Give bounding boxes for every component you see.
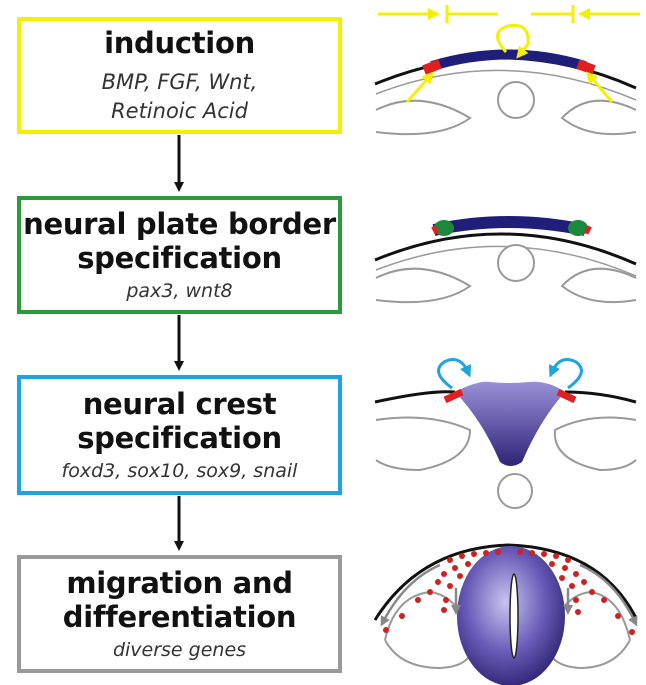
induction-illustration (375, 5, 640, 134)
border-domain-left (434, 220, 454, 236)
neural-fold (455, 382, 565, 466)
neural-tube-lumen (510, 574, 518, 658)
step-border-specification-genes: pax3, wnt8 (126, 279, 232, 303)
border-domain-right (568, 220, 588, 236)
migration-illustration (375, 545, 636, 685)
step-induction-box: induction BMP, FGF, Wnt, Retinoic Acid (17, 17, 342, 134)
notochord (498, 474, 532, 508)
border-cells-right (578, 64, 594, 70)
step-border-specification-box: neural plate border specification pax3, … (17, 196, 342, 314)
border-specification-illustration (375, 220, 636, 302)
notochord (498, 245, 534, 281)
notochord (498, 82, 534, 118)
crest-specification-illustration (375, 360, 636, 508)
step-crest-specification-title: neural crest specification (77, 387, 282, 455)
step-induction-genes: BMP, FGF, Wnt, Retinoic Acid (102, 68, 258, 126)
step-crest-specification-box: neural crest specification foxd3, sox10,… (17, 375, 342, 495)
border-cells-left (424, 64, 440, 70)
step-border-specification-title: neural plate border specification (23, 207, 336, 275)
step-migration-box: migration and differentiation diverse ge… (17, 555, 342, 673)
step-migration-genes: diverse genes (113, 638, 246, 662)
step-induction-title: induction (104, 26, 255, 60)
neural-plate (432, 55, 585, 67)
step-migration-title: migration and differentiation (63, 566, 296, 634)
step-crest-specification-genes: foxd3, sox10, sox9, snail (62, 459, 298, 483)
neural-plate (434, 222, 585, 230)
